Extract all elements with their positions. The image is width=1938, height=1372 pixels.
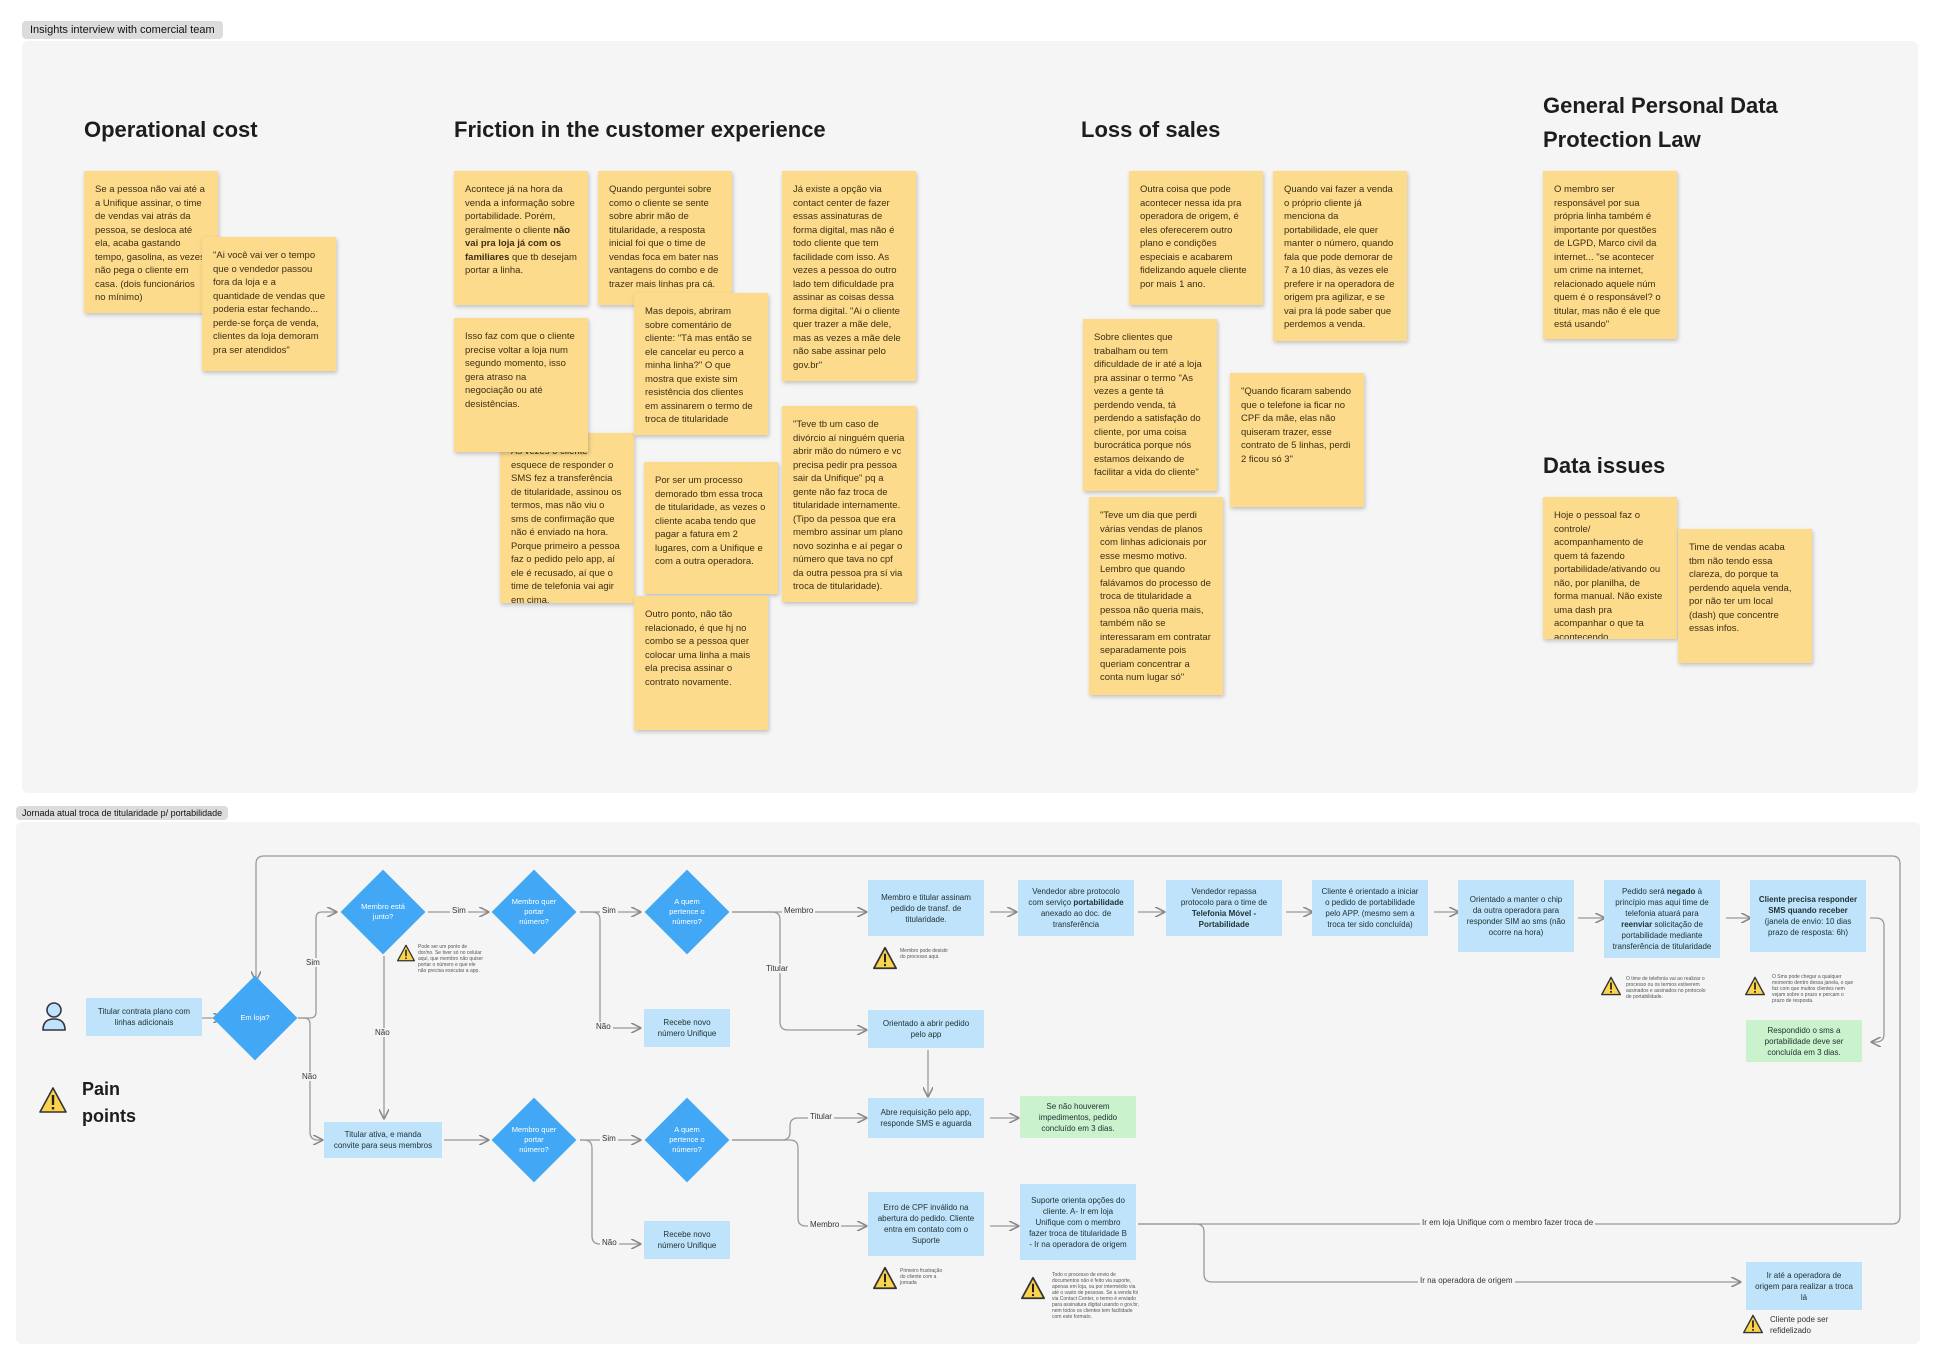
pain-point-note: O time de telefonia vai ao realizar o pr… [1626,976,1706,1000]
warning-icon [1600,976,1622,1001]
flow-step-recebe-numero: Recebe novo número Unifique [644,1009,730,1047]
sticky-note: Mas depois, abriram sobre comentário de … [634,293,768,435]
journey-frame-label: Jornada atual troca de titularidade p/ p… [16,806,229,820]
flow-step-erro-cpf: Erro de CPF inválido na abertura do pedi… [868,1192,984,1256]
insights-frame-label: Insights interview with comercial team [22,21,223,39]
flow-step-sem-impedimentos: Se não houverem impedimentos, pedido con… [1020,1096,1136,1138]
warning-icon [396,944,416,967]
heading-operational-cost: Operational cost [84,117,258,142]
pain-point-note: Pode ser um ponto de dor/no. Se tiver só… [418,944,484,974]
flow-step-vendedor-abre: Vendedor abre protocolo com serviço port… [1018,880,1134,936]
flow-step-titular-ativa: Titular ativa, e manda convite para seus… [324,1122,442,1158]
sticky-note: O membro ser responsável por sua própria… [1543,171,1677,339]
edge-label-nao: Não [373,1028,392,1037]
flow-step-ir-operadora: Ir até a operadora de origem para realiz… [1746,1262,1862,1310]
sticky-note: "Teve tb um caso de divórcio aí ninguém … [782,406,916,602]
edge-label-ir-loja: Ir em loja Unifique com o membro fazer t… [1420,1218,1596,1227]
edge-label-nao: Não [600,1238,619,1247]
decision-membro-portar: Membro quer portar número? [491,869,577,955]
warning-icon [872,946,898,975]
flow-step-cliente-sms: Cliente precisa responder SMS quando rec… [1750,880,1866,952]
heading-lgpd: General Personal Data Protection Law [1543,93,1778,152]
edge-label-membro: Membro [782,906,816,915]
pain-point-note: O Sms pode chegar a qualquer momento den… [1772,974,1854,1004]
decision-membro-junto: Membro está junto? [340,869,426,955]
flow-step-suporte: Suporte orienta opções do cliente. A- Ir… [1020,1184,1136,1260]
edge-label-nao: Não [300,1072,319,1081]
sticky-note: "Quando ficaram sabendo que o telefone i… [1230,373,1364,507]
flow-step-start: Titular contrata plano com linhas adicio… [86,998,202,1036]
sticky-note: Acontece já na hora da venda a informaçã… [454,171,588,305]
sticky-note: "Teve um dia que perdi várias vendas de … [1089,497,1223,695]
sticky-note: Hoje o pessoal faz o controle/ acompanha… [1543,497,1677,639]
pain-point-note: Membro pode desistir do processo aqui. [900,948,949,960]
decision-pertence-numero: A quem pertence o número? [644,1097,730,1183]
sticky-note: Outra coisa que pode acontecer nessa ida… [1129,171,1263,305]
sticky-note: Quando perguntei sobre como o cliente se… [598,171,732,305]
sticky-note: Sobre clientes que trabalham ou tem difi… [1083,319,1217,491]
warning-icon [1742,1314,1764,1339]
sticky-note: "Ai você vai ver o tempo que o vendedor … [202,237,336,371]
edge-label-titular: Titular [764,964,790,973]
decision-pertence-numero: A quem pertence o número? [644,869,730,955]
edge-label-sim: Sim [600,906,618,915]
person-icon [40,1000,68,1037]
edge-label-titular: Titular [808,1112,834,1121]
flow-step-abre-requisicao: Abre requisição pelo app, responde SMS e… [868,1098,984,1138]
edge-label-sim: Sim [450,906,468,915]
edge-label-ir-operadora: Ir na operadora de origem [1418,1276,1515,1285]
flow-step-recebe-numero: Recebe novo número Unifique [644,1221,730,1259]
sticky-note: Já existe a opção via contact center de … [782,171,916,381]
sticky-note: Time de vendas acaba tbm não tendo essa … [1678,529,1812,663]
edge-label-sim: Sim [600,1134,618,1143]
warning-icon [872,1266,898,1295]
decision-em-loja: Em loja? [212,975,298,1061]
sticky-note: Outro ponto, não tão relacionado, é que … [634,596,768,730]
decision-membro-portar: Membro quer portar número? [491,1097,577,1183]
sticky-note: Se a pessoa não vai até a a Unifique ass… [84,171,218,313]
warning-icon [1744,976,1766,1001]
sticky-note: Por ser um processo demorado tbm essa tr… [644,462,778,594]
edge-label-nao: Não [594,1022,613,1031]
flow-step-assinam: Membro e titular assinam pedido de trans… [868,880,984,936]
edge-label-membro: Membro [808,1220,842,1229]
warning-icon [1020,1276,1046,1305]
sticky-note: Quando vai fazer a venda o próprio clien… [1273,171,1407,341]
flow-step-orientado-chip: Orientado a manter o chip da outra opera… [1458,880,1574,952]
pain-point-note: Cliente pode ser refidelizado [1770,1315,1829,1335]
insights-frame [22,41,1918,793]
pain-point-note: Primeiro frustração do cliente com a jor… [900,1268,943,1286]
flow-step-cliente-orientado: Cliente é orientado a iniciar o pedido d… [1312,880,1428,936]
edge-label-sim: Sim [304,958,322,967]
pain-point-note: Todo o processo de envio de documentos n… [1052,1272,1139,1320]
heading-loss-of-sales: Loss of sales [1081,117,1221,142]
flow-step-pedido-negado: Pedido será negado à princípio mas aqui … [1604,880,1720,958]
flow-step-vendedor-repassa: Vendedor repassa protocolo para o time d… [1166,880,1282,936]
flow-step-respondido: Respondido o sms a portabilidade deve se… [1746,1020,1862,1062]
sticky-note: Isso faz com que o cliente precise volta… [454,318,588,452]
heading-friction: Friction in the customer experience [454,117,826,142]
pain-points-label: Pain points [82,1079,136,1126]
warning-icon [38,1086,68,1119]
sticky-note: Às vezes o cliente esquece de responder … [500,433,634,603]
heading-data-issues: Data issues [1543,453,1666,478]
flow-step-orientado-app: Orientado a abrir pedido pelo app [868,1010,984,1048]
